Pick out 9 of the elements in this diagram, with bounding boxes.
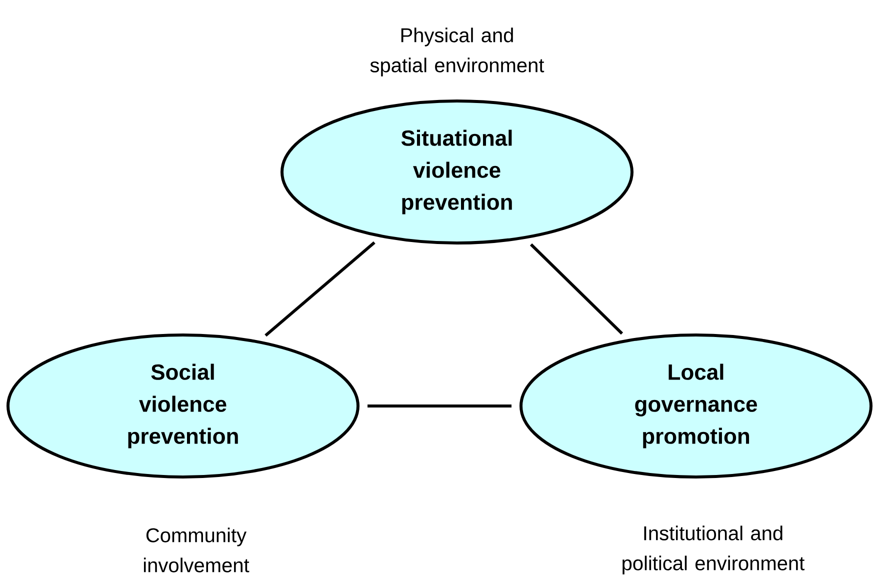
connector-line [368,404,512,408]
ellipse-node: Local governance promotion [520,334,872,478]
connector-line [264,241,376,337]
ellipse-node: Social violence prevention [6,334,360,478]
caption-text: Community involvement [144,528,250,572]
ellipse-node: Situational violence prevention [280,100,634,244]
connector-line [530,243,624,335]
caption-text: Physical and spatial environment [370,28,544,76]
caption-text: Institutional and political environment [622,526,805,574]
